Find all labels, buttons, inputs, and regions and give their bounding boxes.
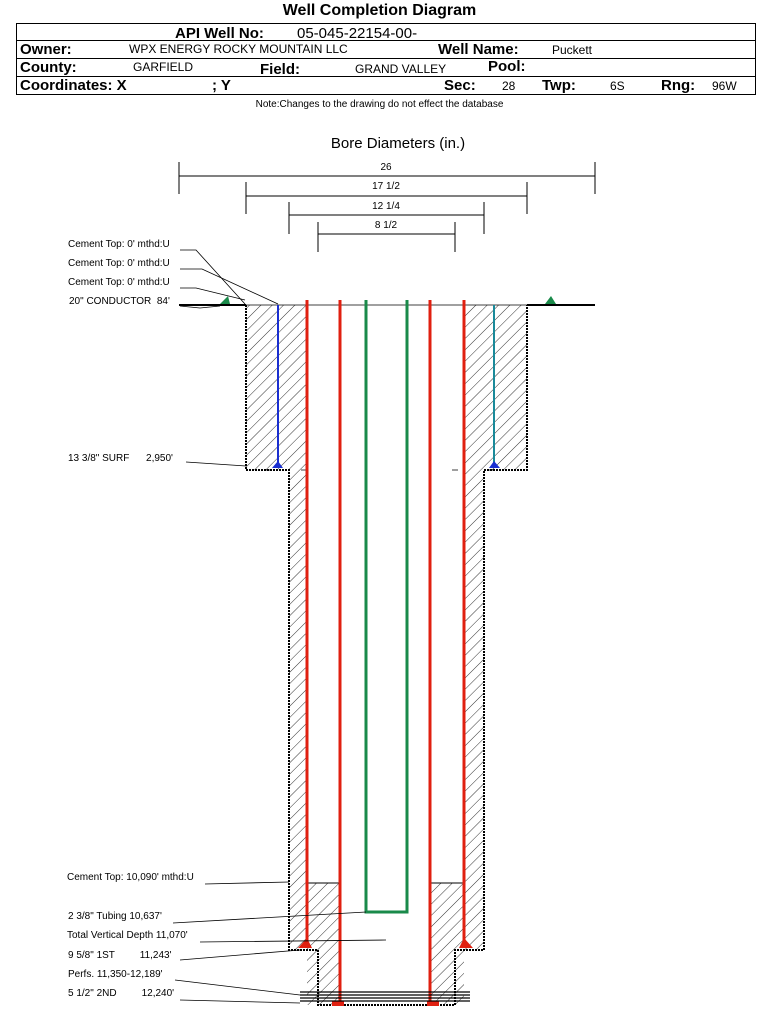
first-casing-label: 9 5/8" 1ST 11,243' [68,950,172,961]
owner-value: WPX ENERGY ROCKY MOUNTAIN LLC [129,42,348,56]
twp-label: Twp: [542,77,576,94]
api-value: 05-045-22154-00- [297,25,418,42]
owner-row: Owner: WPX ENERGY ROCKY MOUNTAIN LLC Wel… [17,40,755,58]
field-label: Field: [260,61,300,78]
bore-dim-label: 8 1/2 [375,220,398,231]
api-label: API Well No: [175,25,264,42]
coord-y-label: ; Y [212,77,231,94]
cement-top-label: Cement Top: 0' mthd:U [68,277,170,288]
ground-surface [179,296,595,306]
bore-dim-12-25: 12 1/4 [288,201,485,234]
tvd-label: Total Vertical Depth 11,070' [67,930,188,941]
bore-dim-26: 26 [178,162,596,194]
pool-label: Pool: [488,58,526,75]
rng-label: Rng: [661,77,696,94]
coord-x-label: Coordinates: X [20,77,127,94]
coordinates-row: Coordinates: X ; Y Sec: 28 Twp: 6S Rng: … [17,76,755,94]
county-label: County: [20,59,77,76]
perforations-label: Perfs. 11,350-12,189' [68,969,163,980]
twp-value: 6S [610,79,625,93]
cement-top-label: Cement Top: 0' mthd:U [68,258,170,269]
well-header-table: API Well No: 05-045-22154-00- Owner: WPX… [16,23,756,95]
bore-dim-label: 26 [380,162,392,173]
perforations [300,991,470,1002]
bore-dimensions: 26 17 1/2 12 1/4 8 1/2 [178,162,596,252]
well-name-value: Puckett [552,43,593,57]
rng-value: 96W [712,79,737,93]
cement-top-label: Cement Top: 0' mthd:U [68,239,170,250]
bore-dim-8-5: 8 1/2 [317,220,456,252]
owner-label: Owner: [20,41,72,58]
leader-lines [172,249,387,1004]
surface-casing-shoe [489,461,500,468]
intermediate-casing [298,300,473,948]
county-value: GARFIELD [133,60,194,74]
bore-dim-17-5: 17 1/2 [245,181,528,214]
database-note: Note:Changes to the drawing do not effec… [255,99,504,110]
page-title: Well Completion Diagram [282,2,477,19]
annotations: Cement Top: 0' mthd:U Cement Top: 0' mth… [67,239,194,999]
surface-casing-shoe [272,461,283,468]
well-name-label: Well Name: [438,41,519,58]
second-casing-label: 5 1/2" 2ND 12,240' [68,988,174,999]
tubing [364,300,409,914]
sec-label: Sec: [444,77,476,94]
surface-casing-label: 13 3/8" SURF 2,950' [68,453,173,464]
bore-dim-label: 12 1/4 [372,201,400,212]
production-casing [332,300,439,1006]
bore-title: Bore Diameters (in.) [331,135,465,152]
field-value: GRAND VALLEY [355,62,447,76]
bore-dim-label: 17 1/2 [372,181,400,192]
cement-hatching [246,305,527,1005]
sec-value: 28 [502,79,516,93]
conductor-label: 20" CONDUCTOR 84' [69,296,170,307]
cement-top-label: Cement Top: 10,090' mthd:U [67,872,194,883]
county-row: County: GARFIELD Field: GRAND VALLEY Poo… [17,58,755,78]
tubing-label: 2 3/8" Tubing 10,637' [68,911,162,922]
